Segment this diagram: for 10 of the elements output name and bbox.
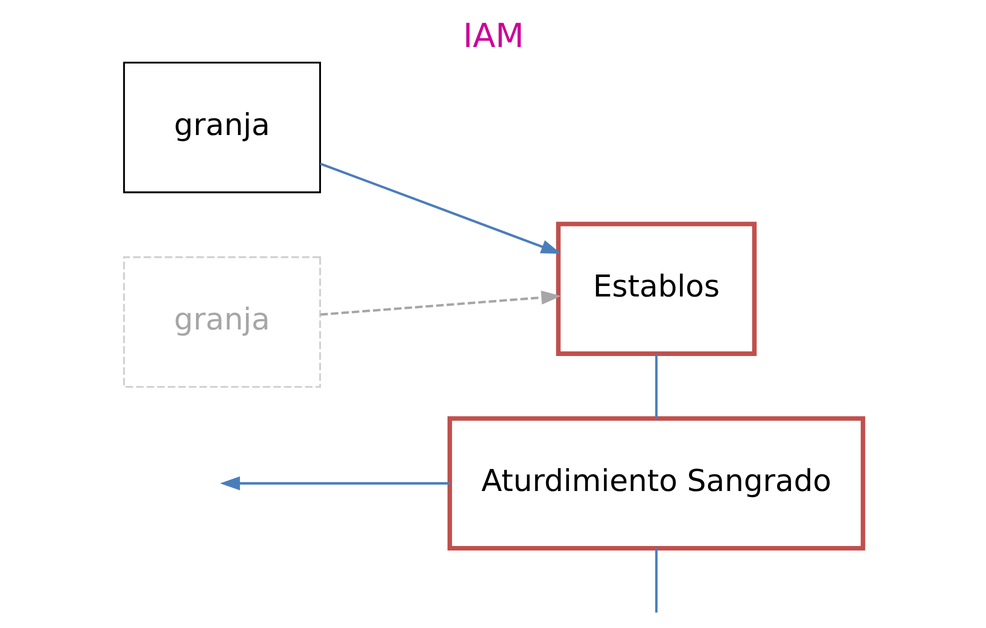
node-box: Aturdimiento Sangrado — [447, 416, 865, 550]
node-box: granja — [122, 62, 320, 194]
arrow — [320, 290, 561, 316]
diagram-title: IAM — [462, 16, 524, 55]
arrow — [220, 476, 450, 490]
connector — [654, 354, 658, 418]
node-box: granja — [122, 256, 320, 388]
node-box: Establos — [556, 222, 756, 356]
connector — [654, 548, 658, 613]
arrow — [319, 162, 561, 254]
